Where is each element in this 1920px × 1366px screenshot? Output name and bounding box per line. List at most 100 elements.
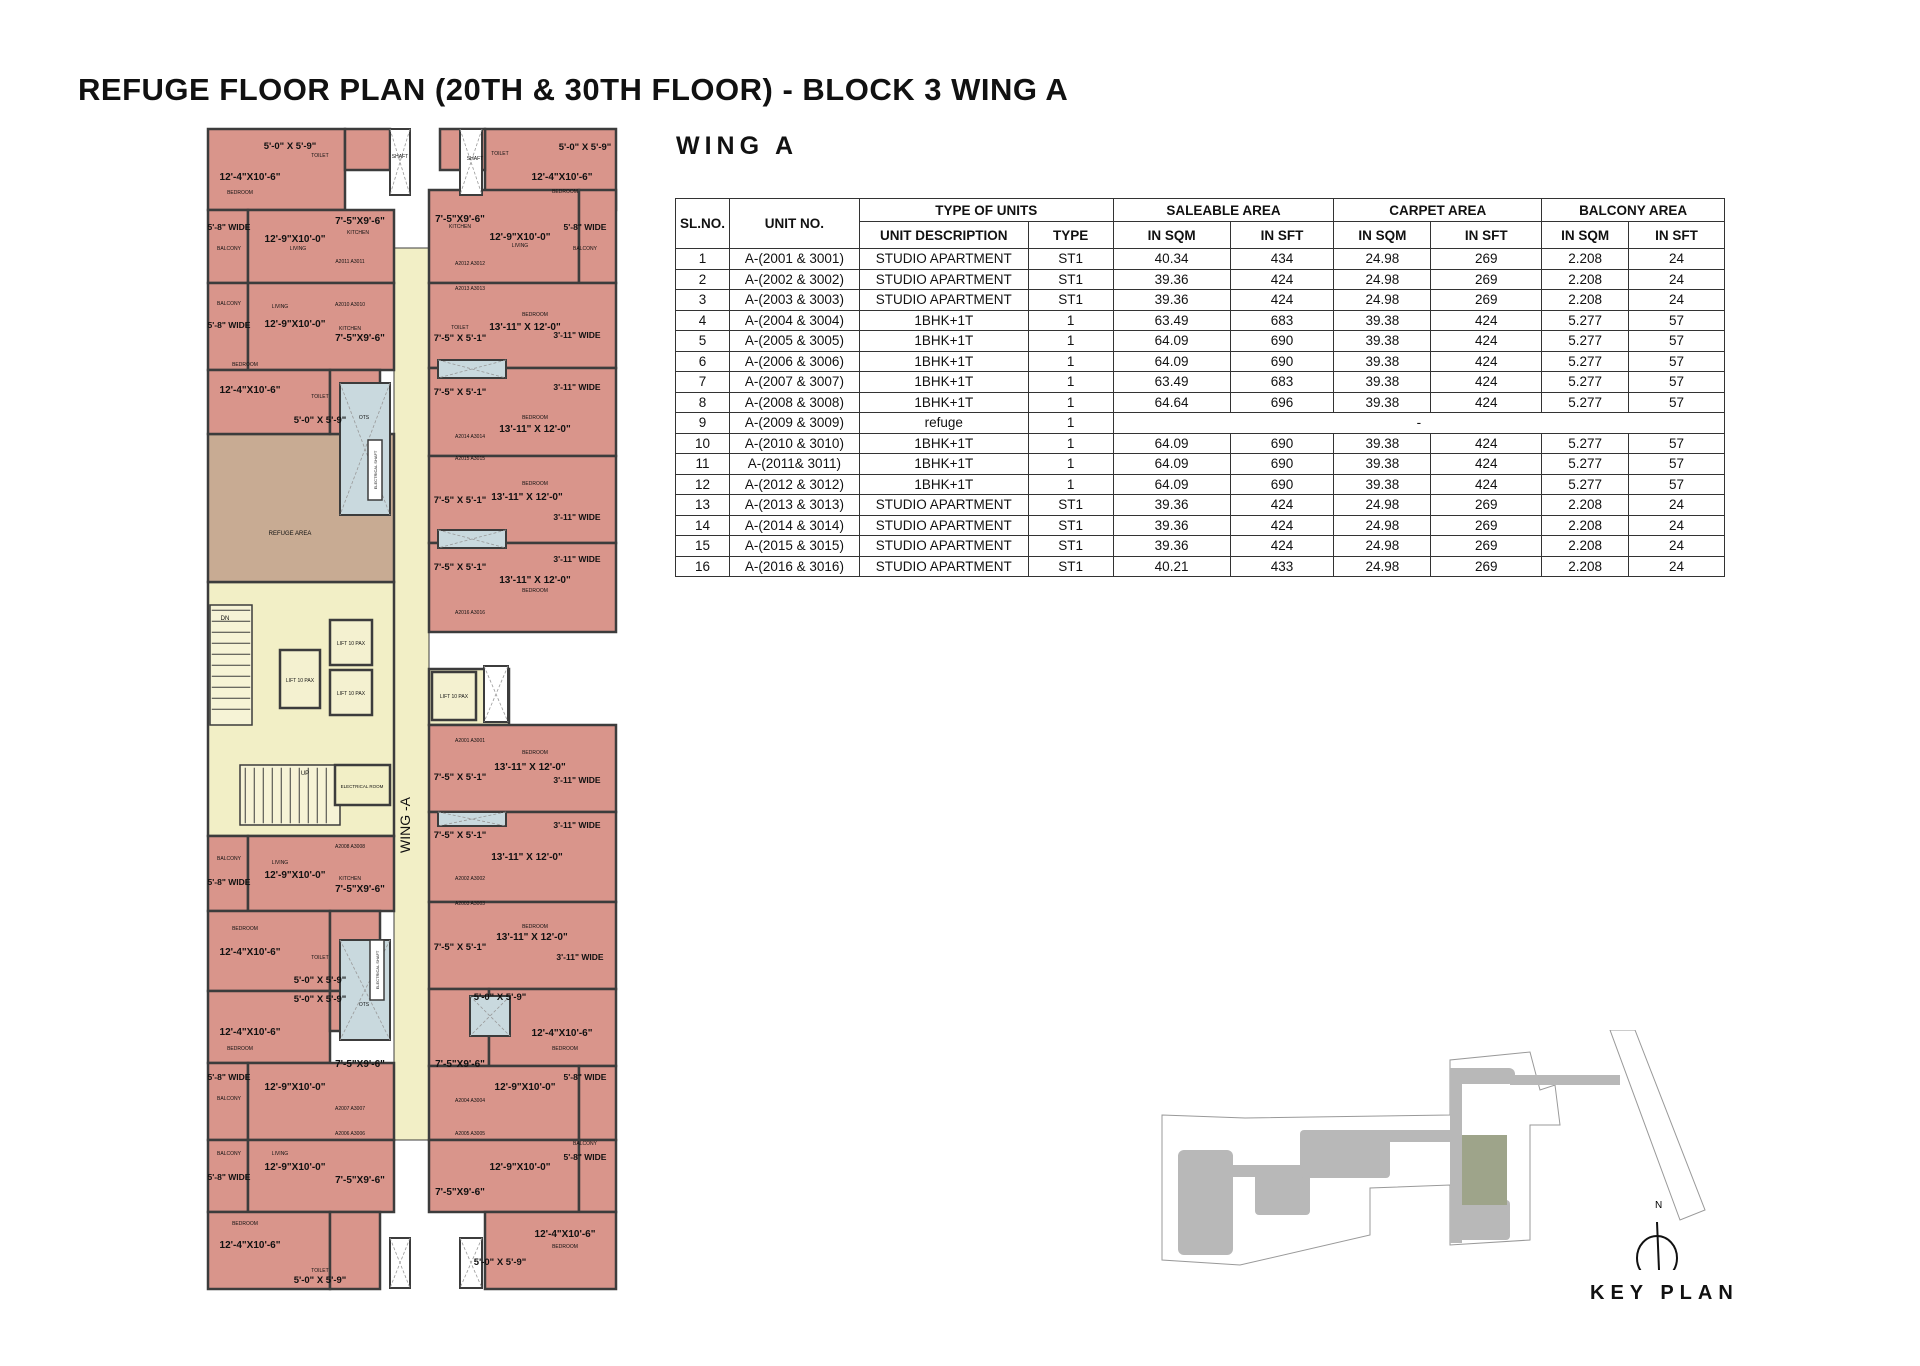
table-cell: 2.208	[1541, 268, 1630, 290]
ots-cross	[437, 359, 507, 379]
header-saleable-sft: IN SFT	[1229, 221, 1335, 249]
room-label: WING -A	[397, 796, 413, 853]
table-cell: refuge	[858, 412, 1029, 434]
table-cell: 1BHK+1T	[858, 371, 1029, 393]
stair-tread	[211, 620, 251, 622]
shaft-cross	[389, 1237, 411, 1289]
room-label: A2014 A3014	[455, 434, 485, 440]
room-label: 13'-11" X 12'-0"	[491, 492, 563, 503]
lift-2	[328, 618, 374, 667]
electrical-shaft-box	[367, 439, 383, 501]
table-cell: 64.09	[1112, 473, 1231, 495]
table-cell: 39.36	[1112, 494, 1231, 516]
table-cell: 5.277	[1541, 473, 1630, 495]
room-label: BALCONY	[217, 856, 242, 862]
room-label: A2006 A3006	[335, 1131, 365, 1137]
unit-room	[206, 368, 332, 436]
room-label: A2013 A3013	[455, 286, 485, 292]
table-cell: 64.09	[1112, 350, 1231, 372]
room-label: 13'-11" X 12'-0"	[496, 932, 568, 943]
table-cell: 1	[1027, 371, 1114, 393]
stair-tread	[262, 767, 264, 824]
table-cell: STUDIO APARTMENT	[858, 555, 1029, 577]
room-label: 7'-5" X 5'-1"	[434, 562, 487, 573]
room-label: 3'-11" WIDE	[553, 554, 600, 564]
table-cell: 40.21	[1112, 555, 1231, 577]
stair-tread	[211, 642, 251, 644]
table-cell: 424	[1430, 371, 1543, 393]
table-cell: ST1	[1027, 514, 1114, 536]
table-cell: ST1	[1027, 535, 1114, 557]
table-cell: A-(2009 & 3009)	[728, 412, 860, 434]
table-cell: 57	[1628, 371, 1725, 393]
unit-room	[206, 1138, 250, 1214]
table-cell: 5.277	[1541, 330, 1630, 352]
ots-cross	[339, 939, 391, 1041]
table-cell: 269	[1430, 555, 1543, 577]
room-label: LIFT 10 PAX	[286, 678, 315, 684]
table-cell: 5.277	[1541, 309, 1630, 331]
table-cell: 5.277	[1541, 391, 1630, 413]
unit-room	[427, 188, 581, 285]
unit-room	[427, 1064, 581, 1142]
room-label: BEDROOM	[552, 1244, 578, 1250]
unit-room	[427, 541, 618, 634]
stair-tread	[211, 664, 251, 666]
room-label: A2010 A3010	[335, 302, 365, 308]
ots-cross	[437, 811, 507, 827]
table-cell: 1BHK+1T	[858, 473, 1029, 495]
table-cell: 1BHK+1T	[858, 432, 1029, 454]
table-cell: STUDIO APARTMENT	[858, 268, 1029, 290]
corridor	[393, 247, 430, 1141]
table-cell: 2.208	[1541, 555, 1630, 577]
table-cell: 9	[675, 412, 730, 434]
table-cell: 269	[1430, 248, 1543, 270]
room-label: A2005 A3005	[455, 1131, 485, 1137]
table-cell: 2.208	[1541, 535, 1630, 557]
room-label: LIVING	[290, 246, 307, 252]
ots-cross	[437, 529, 507, 549]
room-label: LIVING	[512, 243, 529, 249]
unit-room	[577, 1138, 618, 1214]
room-label: 7'-5" X 5'-1"	[434, 333, 487, 344]
header-sl-no: SL.NO.	[675, 198, 730, 249]
table-cell: 64.64	[1112, 391, 1231, 413]
stair-tread	[253, 767, 255, 824]
table-cell: A-(2003 & 3003)	[728, 289, 860, 311]
room-label: BEDROOM	[552, 189, 578, 195]
table-cell: A-(2011& 3011)	[728, 453, 860, 475]
table-cell: 24.98	[1333, 514, 1432, 536]
room-label: 12'-9"X10'-0"	[495, 1082, 556, 1093]
table-cell: 24	[1628, 514, 1725, 536]
header-carpet-sqm: IN SQM	[1333, 221, 1432, 249]
table-cell: 24.98	[1333, 555, 1432, 577]
room-label: ELECTRICAL SHAFT	[373, 450, 378, 489]
table-cell: 39.38	[1333, 473, 1432, 495]
table-cell: STUDIO APARTMENT	[858, 514, 1029, 536]
stair-tread	[271, 767, 273, 824]
room-label: 12'-9"X10'-0"	[265, 870, 326, 881]
shaft-cross	[459, 1237, 483, 1289]
table-cell: 39.38	[1333, 330, 1432, 352]
room-label: 7'-5"X9'-6"	[435, 1059, 485, 1070]
header-unit-no: UNIT NO.	[728, 198, 860, 249]
room-label: 12'-9"X10'-0"	[265, 1082, 326, 1093]
table-cell: 1	[1027, 309, 1114, 331]
table-cell: 1	[1027, 453, 1114, 475]
room-label: 7'-5" X 5'-1"	[434, 942, 487, 953]
room-label: A2012 A3012	[455, 261, 485, 267]
header-carpet-area: CARPET AREA	[1333, 198, 1543, 222]
room-label: 12'-4"X10'-6"	[220, 947, 281, 958]
table-cell: 690	[1229, 473, 1335, 495]
room-label: BEDROOM	[522, 312, 548, 318]
shaft-cross	[389, 128, 411, 196]
table-cell: 24	[1628, 248, 1725, 270]
room-label: 12'-9"X10'-0"	[265, 1162, 326, 1173]
room-label: A2003 A3003	[455, 901, 485, 907]
unit-room	[427, 900, 618, 991]
